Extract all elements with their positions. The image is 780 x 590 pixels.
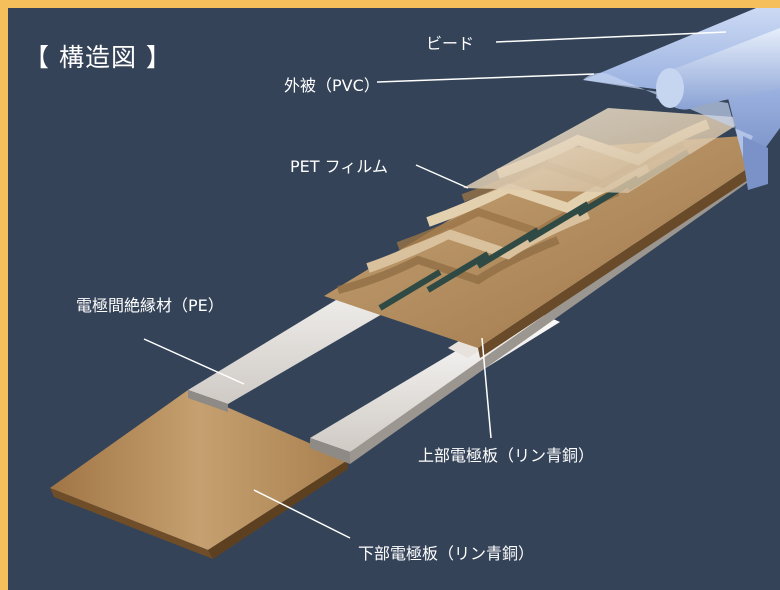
- leader-sheath: [376, 73, 595, 83]
- label-upper-electrode: 上部電極板（リン青銅）: [418, 446, 595, 465]
- label-sheath: 外被（PVC）: [284, 76, 380, 95]
- bead: [656, 28, 780, 110]
- label-insulator: 電極間絶縁材（PE）: [76, 296, 224, 315]
- label-lower-electrode: 下部電極板（リン青銅）: [358, 544, 535, 563]
- leader-pet: [415, 164, 469, 189]
- leader-insulator: [143, 338, 245, 385]
- diagram-frame: 【 構造図 】 ビード 外被（PVC） PET フィルム 電極間絶縁材（PE） …: [8, 8, 780, 590]
- structure-illustration: [50, 8, 780, 559]
- label-pet-film: PET フィルム: [290, 157, 388, 176]
- leader-upper: [481, 337, 492, 439]
- leader-bead: [495, 31, 727, 43]
- label-bead: ビード: [426, 34, 475, 53]
- leader-lower: [253, 489, 351, 539]
- pet-film: [463, 108, 748, 193]
- diagram-title: 【 構造図 】: [24, 43, 172, 72]
- leader-lines: [143, 31, 727, 539]
- lower-electrode: [50, 390, 348, 559]
